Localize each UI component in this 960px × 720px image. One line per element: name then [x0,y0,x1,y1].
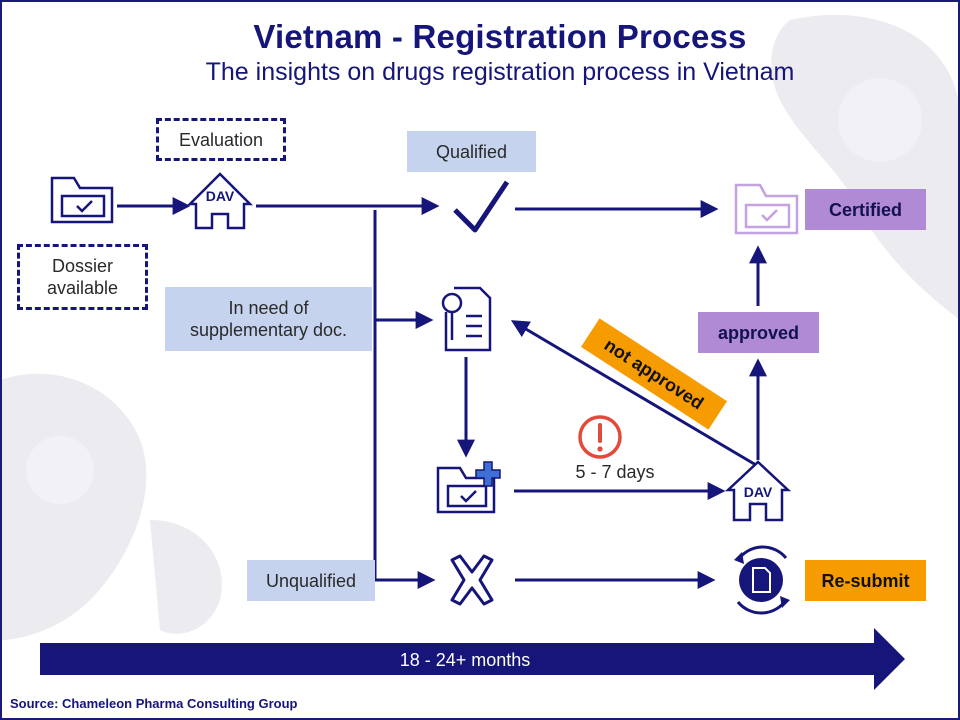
folder-check-icon [50,176,114,224]
dav-label: DAV [206,188,235,204]
supplementary-doc-label: In need of supplementary doc. [165,287,372,351]
checkmark-icon [453,180,510,233]
certified-badge: Certified [805,189,926,230]
timeline-label: 18 - 24+ months [399,650,531,670]
source-note: Source: Chameleon Pharma Consulting Grou… [10,696,298,711]
exclamation-circle-icon [578,415,622,459]
qualified-label: Qualified [407,131,536,172]
approved-badge: approved [698,312,819,353]
folder-plus-icon [436,461,501,514]
folder-check-icon [734,183,799,235]
timeline-arrow [40,628,905,690]
unqualified-label: Unqualified [247,560,375,601]
duration-label: 5 - 7 days [575,462,655,482]
page-title: Vietnam - Registration Process [253,18,747,55]
x-icon [450,554,494,606]
resubmit-badge: Re-submit [805,560,926,601]
dav-label: DAV [744,484,773,500]
dav-house-icon: DAV [186,172,254,230]
document-refresh-icon [734,545,790,615]
arrow-not-approved [510,320,757,467]
dossier-available-label: Dossier available [17,244,148,310]
evaluation-label: Evaluation [156,118,286,161]
document-search-icon [441,286,492,352]
dav-house-icon: DAV [724,460,792,522]
page-subtitle: The insights on drugs registration proce… [205,58,795,86]
